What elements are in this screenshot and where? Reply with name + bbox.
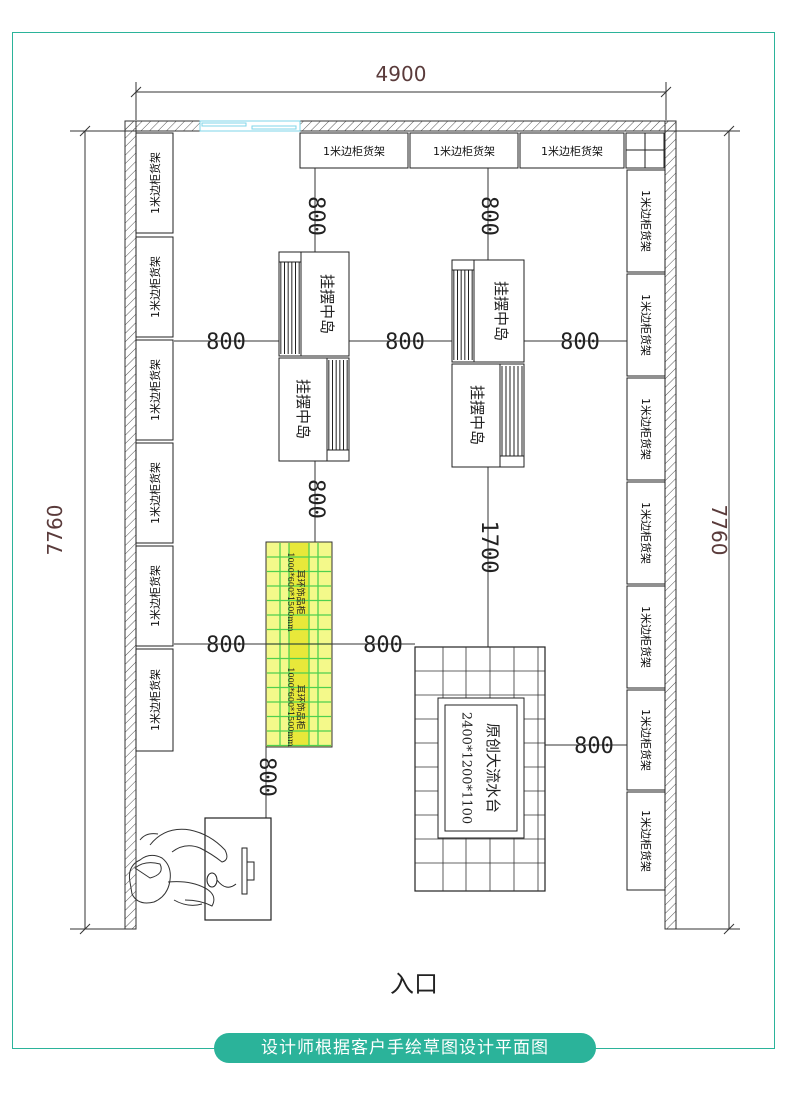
- spacing-lines: [174, 168, 627, 818]
- caption-badge: 设计师根据客户手绘草图设计平面图: [214, 1033, 596, 1063]
- island-1: 挂摆中岛 挂摆中岛: [278, 251, 350, 462]
- width-dimension: 4900: [130, 62, 672, 120]
- gap-label: 800: [385, 330, 425, 355]
- left-shelves: 1米边柜货架 1米边柜货架 1米边柜货架 1米边柜货架 1米边柜货架 1米边柜货…: [135, 132, 174, 752]
- walls: [124, 120, 677, 930]
- island-1-label-b: 挂摆中岛: [294, 379, 312, 439]
- top-shelf-2: 1米边柜货架: [433, 144, 495, 158]
- left-height-label: 7760: [43, 505, 67, 556]
- right-height-label: 7760: [707, 505, 731, 556]
- gap-label: 800: [574, 734, 614, 759]
- person-icon: [129, 828, 228, 907]
- mouse-icon: [206, 872, 237, 888]
- water-table-title: 原创大流水台: [484, 723, 502, 813]
- left-shelf-4: 1米边柜货架: [148, 462, 162, 524]
- gap-label: 800: [303, 196, 328, 236]
- left-shelf-6: 1米边柜货架: [148, 669, 162, 731]
- gap-label: 800: [206, 633, 246, 658]
- right-shelf-2: 1米边柜货架: [639, 294, 653, 356]
- cabinet-2-size: 1000*600*1500mm: [286, 667, 295, 747]
- top-shelf-1: 1米边柜货架: [323, 144, 385, 158]
- gap-label-1700: 1700: [476, 521, 501, 574]
- right-height-dimension: 7760: [672, 125, 740, 935]
- right-shelves: 1米边柜货架 1米边柜货架 1米边柜货架 1米边柜货架 1米边柜货架 1米边柜货…: [626, 169, 666, 891]
- water-table: 原创大流水台 2400*1200*1100: [414, 646, 546, 892]
- earring-cabinet: 耳环饰品柜 1000*600*1500mm 耳环饰品柜 1000*600*150…: [265, 541, 333, 748]
- left-height-dimension: 7760: [43, 125, 128, 935]
- top-shelves: 1米边柜货架 1米边柜货架 1米边柜货架: [299, 132, 665, 169]
- entrance-label: 入口: [390, 970, 438, 998]
- gap-label: 800: [206, 330, 246, 355]
- left-shelf-1: 1米边柜货架: [148, 152, 162, 214]
- checkout-counter: [129, 817, 272, 921]
- gap-label: 800: [476, 196, 501, 236]
- cabinet-1-title: 耳环饰品柜: [295, 569, 307, 614]
- left-shelf-2: 1米边柜货架: [148, 256, 162, 318]
- gap-label: 800: [363, 633, 403, 658]
- right-shelf-3: 1米边柜货架: [639, 398, 653, 460]
- gap-label: 800: [254, 757, 279, 797]
- spacing-labels: 800 800 800 800 800 800 1700 800 800 800…: [206, 196, 614, 797]
- monitor-icon: [241, 847, 255, 895]
- width-label: 4900: [376, 62, 427, 86]
- top-shelf-3: 1米边柜货架: [541, 144, 603, 158]
- right-shelf-4: 1米边柜货架: [639, 502, 653, 564]
- cabinet-1-size: 1000*600*1500mm: [286, 552, 295, 632]
- right-shelf-1: 1米边柜货架: [639, 190, 653, 252]
- island-1-label-a: 挂摆中岛: [318, 274, 336, 334]
- left-shelf-3: 1米边柜货架: [148, 359, 162, 421]
- top-window: [199, 120, 301, 132]
- right-shelf-7: 1米边柜货架: [639, 810, 653, 872]
- right-shelf-6: 1米边柜货架: [639, 709, 653, 771]
- island-2-label-a: 挂摆中岛: [492, 281, 510, 341]
- right-shelf-5: 1米边柜货架: [639, 606, 653, 668]
- cabinet-2-title: 耳环饰品柜: [295, 684, 307, 729]
- water-table-size: 2400*1200*1100: [459, 712, 474, 824]
- island-2-label-b: 挂摆中岛: [468, 385, 486, 445]
- left-shelf-5: 1米边柜货架: [148, 565, 162, 627]
- island-2: 挂摆中岛 挂摆中岛: [451, 259, 525, 468]
- gap-label: 800: [560, 330, 600, 355]
- gap-label: 800: [303, 479, 328, 519]
